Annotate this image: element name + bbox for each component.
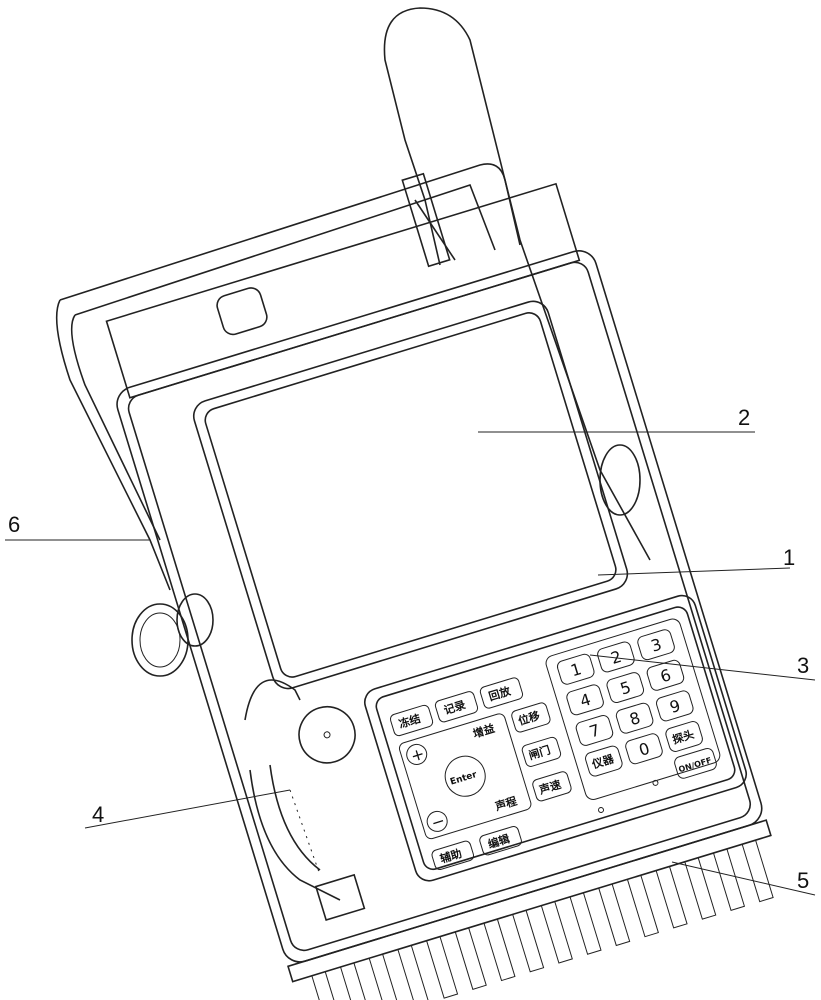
key-3-label: 3 (649, 635, 664, 656)
key-8-label: 8 (627, 708, 642, 729)
callout-2-label: 2 (738, 405, 750, 430)
key-range-label[interactable]: 声程 (492, 794, 518, 814)
middle-keys: 位移 闸门 声速 (510, 702, 572, 802)
key-6-label: 6 (658, 665, 673, 686)
key-enter-label: Enter (449, 770, 479, 788)
key-freeze-label: 冻结 (397, 711, 422, 731)
bottom-keys: 辅助 编辑 (431, 825, 523, 870)
callout-4: 4 (85, 790, 290, 828)
digit-keys: 1 2 3 4 5 6 7 8 9 仪器 0 探头 ON/OFF (544, 617, 726, 815)
heat-sink-fins (288, 820, 788, 1000)
device-body: 冻结 记录 回放 Enter + − 增益 声程 位移 闸门 声速 (92, 179, 788, 1000)
key-playback-label: 回放 (487, 683, 513, 703)
top-housing (106, 184, 579, 398)
callout-4-label: 4 (92, 802, 104, 827)
key-9-label: 9 (667, 696, 682, 717)
nav-cluster: Enter + − 增益 声程 (398, 712, 532, 840)
key-4-label: 4 (578, 690, 593, 711)
key-auxiliary-label: 辅助 (438, 846, 463, 866)
display-screen (202, 310, 619, 680)
side-thumbwheel (132, 594, 213, 676)
stand-frame (57, 164, 520, 590)
key-5-label: 5 (618, 677, 633, 698)
key-7-label: 7 (587, 720, 602, 741)
key-probe-label: 探头 (671, 727, 696, 747)
key-shift-label: 位移 (516, 708, 541, 728)
key-record-label: 记录 (442, 698, 467, 717)
key-velocity-label: 声速 (536, 777, 562, 797)
key-1-label: 1 (568, 659, 583, 680)
callout-2: 2 (478, 405, 755, 432)
key-edit-label: 编辑 (486, 831, 511, 851)
callout-3-label: 3 (797, 653, 809, 678)
display-bezel (190, 297, 632, 692)
callout-6-label: 6 (8, 512, 20, 537)
key-0-label: 0 (637, 739, 652, 760)
rotary-knob (292, 700, 362, 770)
key-gain-label[interactable]: 增益 (471, 721, 496, 741)
function-key-row: 冻结 记录 回放 (389, 677, 524, 737)
probe-cable (384, 8, 650, 560)
key-gate-label: 闸门 (527, 743, 552, 763)
callout-5-label: 5 (797, 868, 809, 893)
key-instrument-label: 仪器 (590, 752, 617, 771)
callout-6: 6 (5, 512, 150, 540)
probe-connector (415, 200, 455, 260)
callout-1-label: 1 (783, 545, 795, 570)
